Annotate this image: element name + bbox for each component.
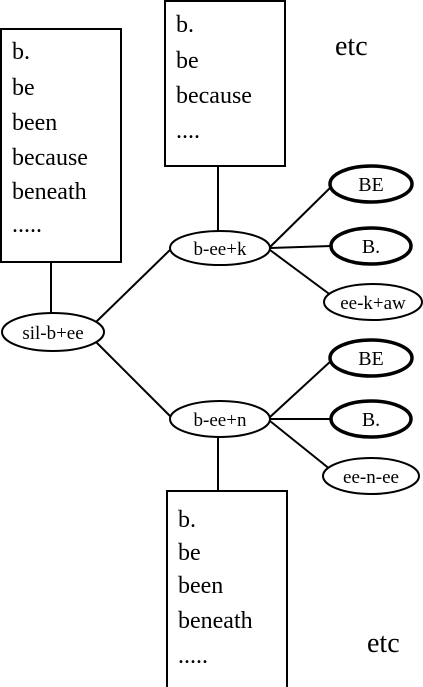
connector-root-upper: [95, 247, 173, 323]
word-box-left-line: because: [12, 145, 88, 171]
word-box-top-line: b.: [176, 12, 194, 38]
leaf-upper-be: BE: [328, 164, 414, 204]
connector-upper-leaf2: [269, 245, 332, 249]
connectors: [50, 166, 337, 491]
word-box-top-line: ....: [176, 118, 200, 144]
leaf-lower-b: B.: [329, 399, 413, 439]
word-box-left-line: be: [12, 75, 35, 101]
word-box-bottom: b. be been beneath .....: [166, 490, 288, 687]
word-box-bottom-line: beneath: [178, 608, 253, 634]
leaf-lower-phone-label: ee-n-ee: [343, 467, 399, 488]
node-upper-label: b-ee+k: [194, 239, 247, 260]
word-box-left: b. be been because beneath .....: [0, 28, 122, 263]
word-box-left-line: been: [12, 110, 57, 136]
word-box-left-line: .....: [12, 212, 42, 238]
connector-root-lower: [95, 341, 173, 419]
word-box-bottom-line: .....: [178, 643, 208, 669]
word-box-top-line: because: [176, 83, 252, 109]
connector-lower-leaf3: [269, 420, 337, 475]
connector-upper-leaf1: [269, 185, 333, 248]
connector-upper-leaf3: [269, 249, 337, 300]
etc-label-top: etc: [335, 31, 368, 62]
connector-lower-leaf1: [269, 359, 333, 418]
leaf-upper-be-label: BE: [358, 174, 384, 196]
word-box-top-line: be: [176, 48, 199, 74]
leaf-lower-be-label: BE: [358, 348, 384, 370]
node-lower-label: b-ee+n: [194, 410, 247, 431]
leaf-upper-b-label: B.: [362, 236, 380, 258]
leaf-lower-b-label: B.: [362, 409, 380, 431]
word-box-left-line: b.: [12, 39, 30, 65]
word-box-bottom-line: been: [178, 573, 223, 599]
leaf-upper-b: B.: [329, 226, 413, 266]
word-box-bottom-line: b.: [178, 507, 196, 533]
word-box-bottom-line: be: [178, 540, 201, 566]
leaf-upper-phone-label: ee-k+aw: [340, 293, 406, 314]
etc-label-bottom: etc: [367, 628, 400, 659]
leaf-lower-be: BE: [328, 338, 414, 378]
node-root: sil-b+ee: [1, 312, 105, 352]
node-upper: b-ee+k: [169, 230, 271, 266]
leaf-upper-phone: ee-k+aw: [323, 283, 423, 321]
word-box-top: b. be because ....: [164, 0, 286, 167]
node-root-label: sil-b+ee: [22, 323, 83, 344]
node-lower: b-ee+n: [169, 400, 271, 438]
word-box-left-line: beneath: [12, 179, 87, 205]
leaf-lower-phone: ee-n-ee: [322, 457, 420, 495]
